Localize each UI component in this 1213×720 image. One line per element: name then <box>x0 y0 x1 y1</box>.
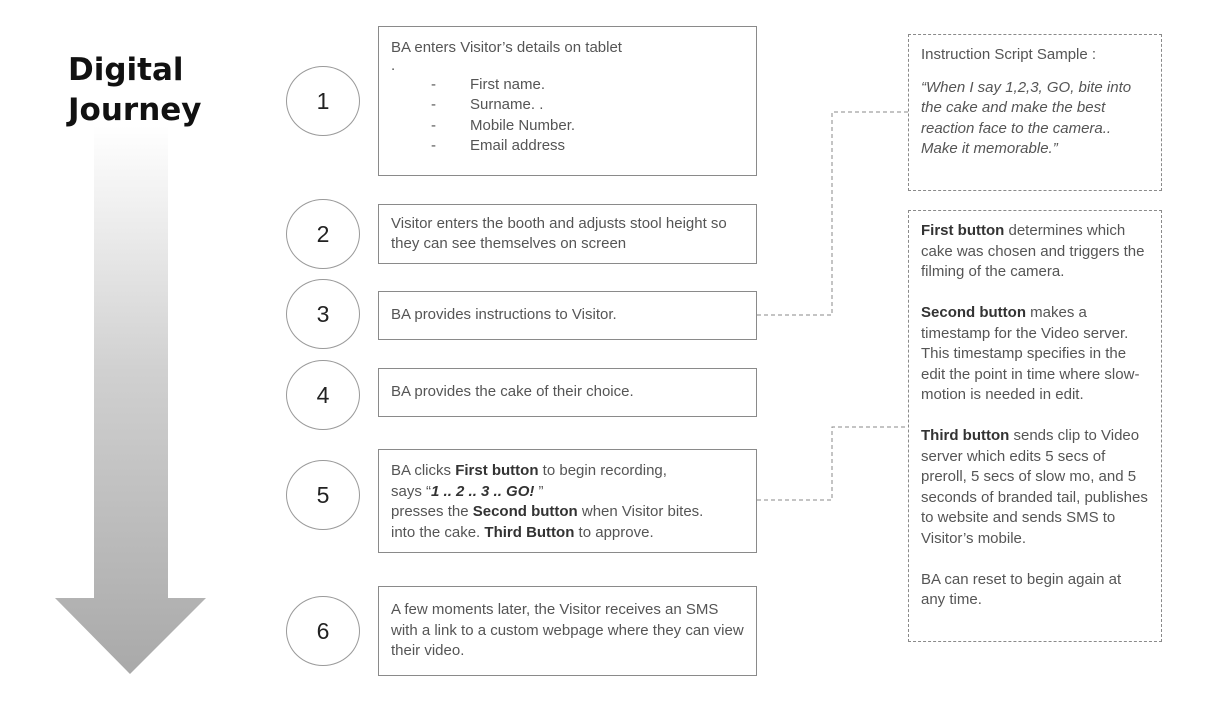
step-2-text: Visitor enters the booth and adjusts sto… <box>391 214 727 253</box>
step-box-2: Visitor enters the booth and adjusts sto… <box>378 204 757 264</box>
script-sample-box: Instruction Script Sample : “When I say … <box>908 34 1162 191</box>
journey-arrow-shape <box>55 126 206 674</box>
step-5-text-g: presses the <box>391 503 473 520</box>
third-button-title: Third button <box>921 427 1010 444</box>
step-5-text-c: to begin recording, <box>538 462 667 479</box>
step-5-text-i: when Visitor bites. <box>577 503 704 520</box>
step-box-5: BA clicks First button to begin recordin… <box>378 449 757 553</box>
step-5-text-d: says “ <box>391 482 432 500</box>
step-box-1: BA enters Visitor’s details on tablet . … <box>378 26 757 176</box>
step-1-field-list: First name. Surname. . Mobile Number. Em… <box>391 75 744 157</box>
title-line-2: Journey <box>68 92 202 128</box>
first-button-desc: determines which cake was chosen and tri… <box>921 222 1145 280</box>
step-5-line-2: says “1 .. 2 .. 3 .. GO! ” <box>391 482 744 503</box>
step-1-intro: BA enters Visitor’s details on tablet <box>391 39 622 56</box>
step-1-dot: . <box>391 56 396 74</box>
step-6-text: A few moments later, the Visitor receive… <box>391 601 744 660</box>
reset-info: BA can reset to begin again at any time. <box>921 570 1122 609</box>
second-button-info: Second button makes a timestamp for the … <box>921 303 1149 344</box>
script-sample-quote: “When I say 1,2,3, GO, bite into the cak… <box>921 78 1132 158</box>
step-5-text-j: into the cake. <box>391 523 485 541</box>
step-number-3: 3 <box>286 279 360 349</box>
step-number-5: 5 <box>286 460 360 530</box>
title-line-1: Digital <box>68 52 184 88</box>
step-5-line-4: into the cake. Third Button to approve. <box>391 523 744 544</box>
first-button-label: First button <box>455 462 539 479</box>
step-5-line-3: presses the Second button when Visitor b… <box>391 502 744 523</box>
list-item: Surname. . <box>391 95 744 116</box>
step-5-text-f: ” <box>534 482 544 500</box>
third-button-info: Third button sends clip to Video server … <box>921 426 1149 549</box>
step-5-line-1: BA clicks First button to begin recordin… <box>391 461 744 482</box>
third-button-label: Third Button <box>484 523 575 541</box>
list-item: First name. <box>391 75 744 96</box>
timestamp-info: This timestamp specifies in the edit the… <box>921 345 1140 403</box>
list-item: Mobile Number. <box>391 116 744 137</box>
step-number-1: 1 <box>286 66 360 136</box>
first-button-info: First button determines which cake was c… <box>921 221 1149 283</box>
countdown-text: 1 .. 2 .. 3 .. GO! <box>431 482 535 500</box>
step-5-text-l: to approve. <box>574 523 654 541</box>
step-number-4: 4 <box>286 360 360 430</box>
script-sample-heading: Instruction Script Sample : <box>921 46 1097 63</box>
step-4-text: BA provides the cake of their choice. <box>391 383 634 401</box>
step-box-3: BA provides instructions to Visitor. <box>378 291 757 340</box>
first-button-title: First button <box>921 222 1005 239</box>
page-title: Digital Journey <box>68 50 202 130</box>
step-3-text: BA provides instructions to Visitor. <box>391 306 617 324</box>
step-box-4: BA provides the cake of their choice. <box>378 368 757 417</box>
step-box-6: A few moments later, the Visitor receive… <box>378 586 757 676</box>
buttons-info-box: First button determines which cake was c… <box>908 210 1162 642</box>
list-item: Email address <box>391 136 744 157</box>
second-button-title: Second button <box>921 304 1026 321</box>
step-5-text-a: BA clicks <box>391 462 456 479</box>
third-button-desc: sends clip to Video server which edits 5… <box>921 427 1148 547</box>
second-button-label: Second button <box>472 503 578 520</box>
step-number-2: 2 <box>286 199 360 269</box>
second-button-desc: makes a timestamp for the Video server. <box>921 304 1129 342</box>
step-number-6: 6 <box>286 596 360 666</box>
